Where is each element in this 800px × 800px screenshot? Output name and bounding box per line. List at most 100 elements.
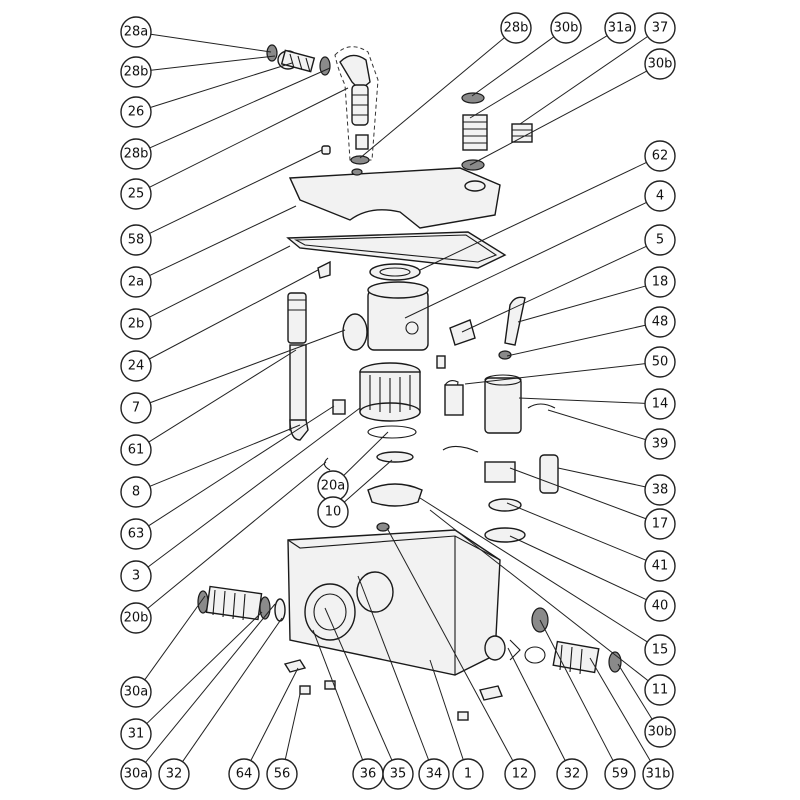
callout-circle (120, 434, 152, 466)
callout-label: 24 (128, 359, 145, 374)
callout-48: 48 (644, 306, 676, 338)
callout-circle (644, 590, 676, 622)
callout-label: 28b (504, 21, 529, 36)
callout-label: 38 (652, 483, 669, 498)
callout-circle (644, 428, 676, 460)
part-inlet-pipe-assembly (266, 44, 379, 165)
leader-line (429, 509, 649, 682)
callout-61: 61 (120, 434, 152, 466)
callout-label: 63 (128, 527, 145, 542)
callout-circle (644, 474, 676, 506)
leader-line (312, 629, 364, 761)
callout-circle (120, 308, 152, 340)
callout-label: 28b (124, 65, 149, 80)
callout-4: 4 (644, 180, 676, 212)
callout-label: 5 (656, 233, 664, 248)
callout-40: 40 (644, 590, 676, 622)
callout-circle (382, 758, 414, 790)
callout-circle (120, 16, 152, 48)
leader-line (146, 611, 263, 724)
callout-31a: 31a (604, 12, 636, 44)
part-left-hose (197, 585, 286, 622)
callout-34: 34 (418, 758, 450, 790)
leader-line (149, 149, 323, 234)
part-3-impeller (359, 362, 421, 422)
callout-2a: 2a (120, 266, 152, 298)
leader-line (419, 497, 648, 643)
part-11-base-plate (367, 483, 423, 507)
leader-line (557, 467, 646, 488)
callout-28a: 28a (120, 16, 152, 48)
leader-line (517, 285, 646, 323)
callout-41: 41 (644, 550, 676, 582)
leader-line (144, 595, 206, 681)
leader-line (359, 37, 505, 159)
callout-circle (644, 634, 676, 666)
callout-circle (120, 676, 152, 708)
leader-line (150, 33, 272, 53)
callout-32: 32 (158, 758, 190, 790)
callout-36: 36 (352, 758, 384, 790)
callout-label: 62 (652, 149, 669, 164)
callout-circle (120, 476, 152, 508)
callout-label: 11 (652, 683, 669, 698)
callout-label: 2b (128, 317, 145, 332)
callout-31b: 31b (642, 758, 674, 790)
part-right-components (436, 296, 559, 543)
callout-circle (644, 550, 676, 582)
leader-line (149, 205, 297, 277)
callout-circle (452, 758, 484, 790)
callout-circle (120, 758, 152, 790)
leader-line (518, 397, 646, 404)
leader-line (149, 424, 301, 487)
callout-label: 48 (652, 315, 669, 330)
callout-circle (550, 12, 582, 44)
leader-line (617, 663, 653, 720)
callout-circle (644, 266, 676, 298)
callout-circle (504, 758, 536, 790)
callout-circle (120, 560, 152, 592)
part-10-disc (376, 451, 414, 463)
callout-circle (604, 758, 636, 790)
leader-line (509, 467, 647, 520)
callout-64: 64 (228, 758, 260, 790)
callout-circle (120, 392, 152, 424)
callout-circle (266, 758, 298, 790)
part-63-bracket (332, 399, 346, 415)
callout-circle (120, 96, 152, 128)
callout-circle (644, 306, 676, 338)
callout-label: 34 (426, 767, 443, 782)
callout-label: 3 (132, 569, 140, 584)
callout-label: 20b (124, 611, 149, 626)
callout-circle (317, 496, 349, 528)
callout-label: 8 (132, 485, 140, 500)
callout-30a: 30a (120, 758, 152, 790)
callout-label: 30b (648, 725, 673, 740)
callout-label: 36 (360, 767, 377, 782)
callout-15: 15 (644, 634, 676, 666)
callout-label: 30a (124, 685, 149, 700)
leader-line (149, 269, 319, 360)
leader-line (150, 55, 276, 71)
leader-line (148, 349, 297, 443)
callout-37: 37 (644, 12, 676, 44)
leader-line (150, 62, 293, 108)
callout-label: 1 (464, 767, 472, 782)
leader-line (149, 329, 346, 404)
callout-26: 26 (120, 96, 152, 128)
callout-label: 30b (554, 21, 579, 36)
callout-circle (500, 12, 532, 44)
leader-line (461, 245, 647, 333)
callout-circle (644, 388, 676, 420)
callout-56: 56 (266, 758, 298, 790)
callout-28b: 28b (500, 12, 532, 44)
callout-label: 39 (652, 437, 669, 452)
callout-label: 35 (390, 767, 407, 782)
callout-63: 63 (120, 518, 152, 550)
callout-label: 28b (124, 147, 149, 162)
callout-label: 25 (128, 187, 145, 202)
callout-label: 26 (128, 105, 145, 120)
callout-35: 35 (382, 758, 414, 790)
callout-32: 32 (556, 758, 588, 790)
